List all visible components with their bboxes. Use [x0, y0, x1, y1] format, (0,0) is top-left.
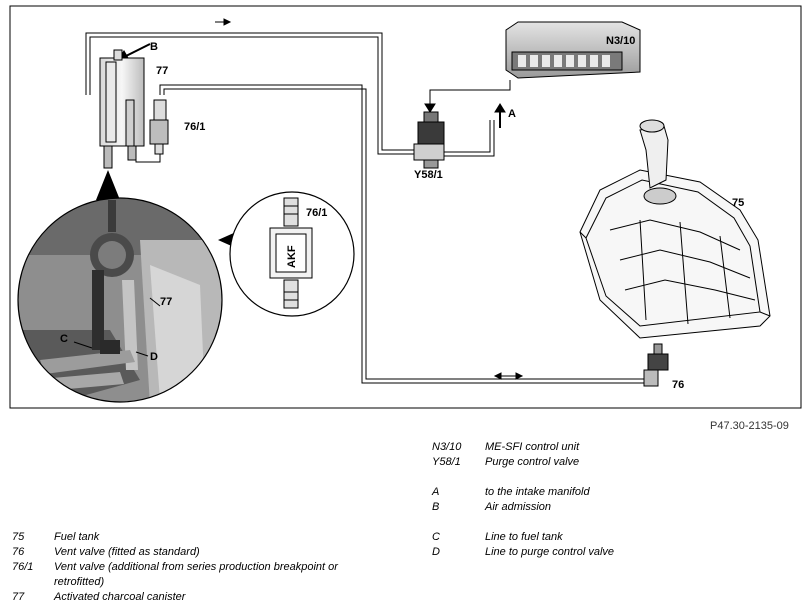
label-77-top: 77: [156, 65, 168, 77]
legend-right: N3/10 ME-SFI control unit Y58/1 Purge cont…: [432, 440, 762, 560]
legend-key: 76/1: [12, 561, 34, 573]
label-77-inset: 77: [160, 296, 172, 308]
control-unit-n3-10: [505, 21, 641, 79]
legend-key: B: [432, 501, 440, 513]
legend-key: 77: [12, 591, 25, 603]
legend-row: D Line to purge control valve: [432, 545, 762, 560]
purge-valve-y58-1: [413, 111, 445, 169]
label-d: D: [150, 351, 158, 363]
label-75: 75: [732, 197, 744, 209]
legend-row: 77 Activated charcoal canister: [12, 590, 392, 605]
label-c: C: [60, 333, 68, 345]
legend-row: N3/10 ME-SFI control unit: [432, 440, 762, 455]
legend-text: Air admission: [485, 501, 552, 513]
legend-text: Fuel tank: [54, 531, 100, 543]
legend-row: B Air admission: [432, 500, 762, 515]
legend-text: Activated charcoal canister: [54, 591, 186, 603]
diagram-frame: [9, 5, 802, 409]
legend-row: 76/1 Vent valve (additional from series p…: [12, 560, 392, 590]
charcoal-canister: [99, 49, 161, 169]
legend-key: 75: [12, 531, 25, 543]
legend-text: ME-SFI control unit: [485, 441, 580, 453]
legend-row: 76 Vent valve (fitted as standard): [12, 545, 392, 560]
fuel-evaporative-system-diagram: B 77 76/1 N3/10 A Y58/1 75 76/1 AKF 77 C…: [9, 5, 802, 409]
legend-row: C Line to fuel tank: [432, 530, 762, 545]
legend-key: D: [432, 546, 440, 558]
legend-key: 76: [12, 546, 25, 558]
label-b: B: [150, 41, 158, 53]
vent-valve-76: [643, 343, 669, 387]
legend-key: A: [432, 486, 440, 498]
label-y58-1: Y58/1: [414, 169, 443, 181]
legend-text: Line to fuel tank: [485, 531, 563, 543]
legend-left: 75 Fuel tank 76 Vent valve (fitted as stan…: [12, 530, 392, 605]
legend-text: Vent valve (additional from series produ…: [54, 561, 338, 588]
pointer-to-inset: [96, 170, 120, 200]
label-76: 76: [672, 379, 684, 391]
legend-text: to the intake manifold: [485, 486, 590, 498]
legend-text: Purge control valve: [485, 456, 580, 468]
label-76-1-top: 76/1: [184, 121, 205, 133]
label-n3-10: N3/10: [606, 35, 635, 47]
vent-valve-76-1-small: [149, 99, 169, 155]
legend-key: Y58/1: [432, 456, 461, 468]
detail-circle-76-1: [218, 191, 355, 317]
legend-row: Y58/1 Purge control valve: [432, 455, 762, 470]
label-a: A: [508, 108, 516, 120]
legend-text: Vent valve (fitted as standard): [54, 546, 200, 558]
label-akf: AKF: [286, 245, 298, 268]
legend-key: C: [432, 531, 440, 543]
figure-code: P47.30-2135-09: [710, 420, 789, 432]
fuel-tank: [579, 119, 771, 339]
legend-row: 75 Fuel tank: [12, 530, 392, 545]
legend-text: Line to purge control valve: [485, 546, 615, 558]
inset-photo: [17, 197, 223, 403]
legend-key: N3/10: [432, 441, 462, 453]
label-76-1-detail: 76/1: [306, 207, 327, 219]
